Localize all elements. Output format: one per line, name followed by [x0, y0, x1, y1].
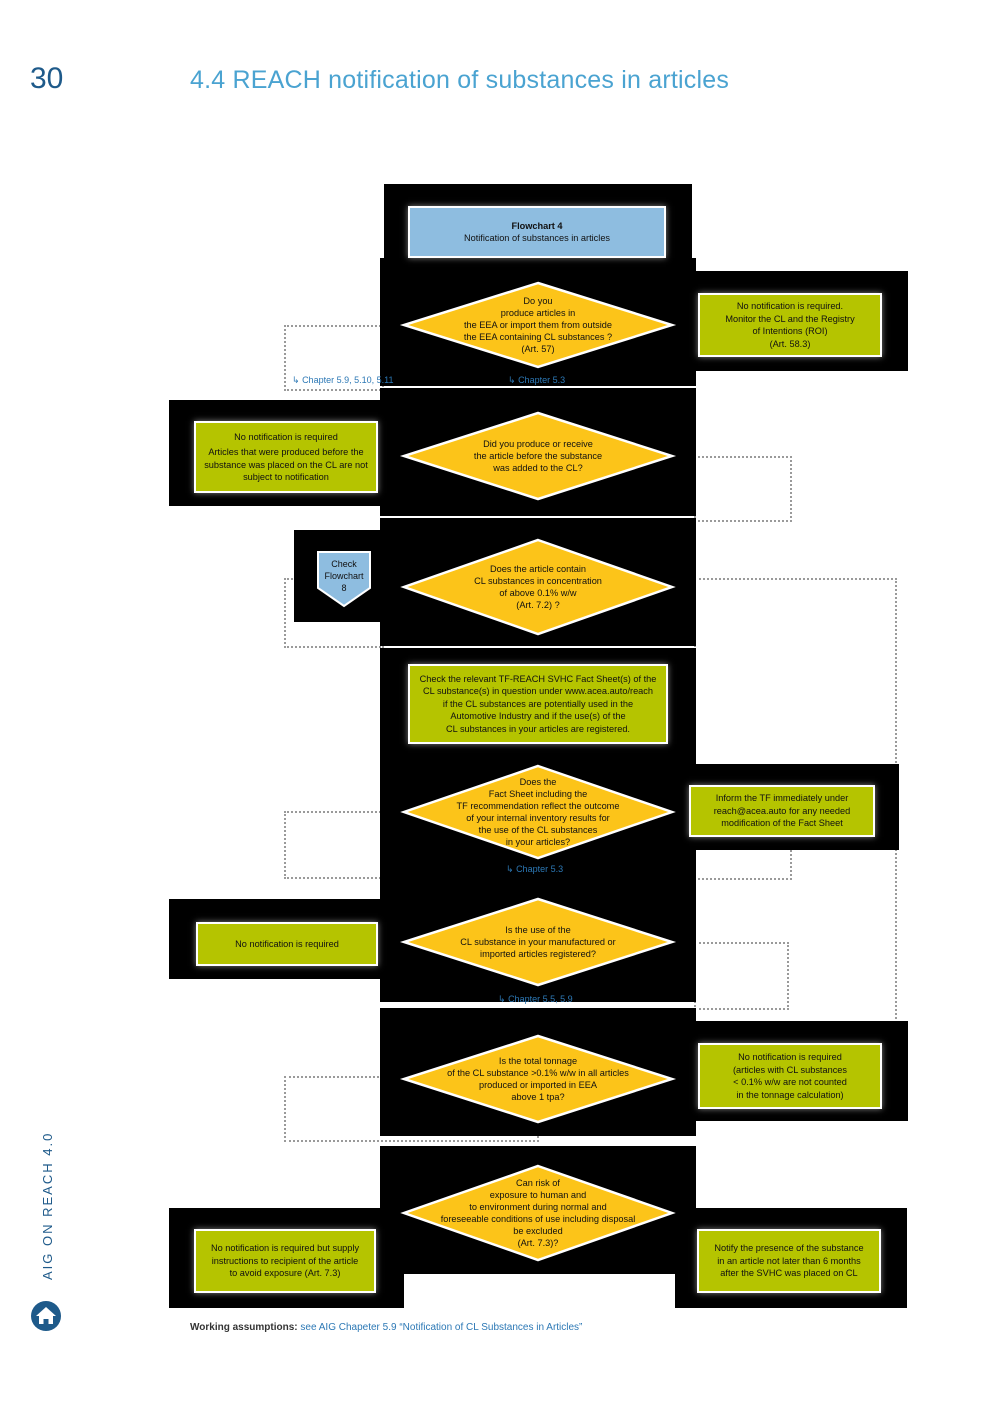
- outcome-q2-yes: No notification is required Articles tha…: [194, 421, 378, 493]
- outcome-q6-no: No notification is required (articles wi…: [698, 1043, 882, 1109]
- decision-diamond-q7: [400, 1164, 676, 1262]
- decision-q3-text: Does the article contain CL substances i…: [474, 564, 602, 610]
- outcome-q1-no: No notification is required. Monitor the…: [698, 293, 882, 357]
- reference-q1-center-label: Chapter 5.3: [518, 375, 566, 385]
- flowchart-title: Notification of substances in articles: [463, 233, 611, 243]
- outcome-q2-yes-body: Articles that were produced before the s…: [204, 447, 368, 482]
- decision-q4-text: Does the Fact Sheet including the TF rec…: [456, 777, 620, 847]
- reference-q5-label: Chapter 5.5, 5.9: [508, 994, 573, 1004]
- flowchart-title-box: Flowchart 4 Notification of substances i…: [408, 206, 666, 258]
- decision-q2-text: Did you produce or receive the article b…: [473, 439, 603, 473]
- connector-q2-right: [694, 456, 792, 522]
- footer-link[interactable]: see AIG Chapeter 5.9 “Notification of CL…: [300, 1322, 583, 1333]
- outcome-q5-yes: No notification is required: [196, 922, 378, 966]
- reference-q1-left-label: Chapter 5.9, 5.10, 5.11: [302, 375, 394, 385]
- decision-diamond-q5: [399, 897, 677, 987]
- connector-q4-left: [284, 811, 384, 879]
- outcome-q7-yes: No notification is required but supply i…: [194, 1229, 376, 1293]
- link-icon: ↳: [498, 994, 506, 1004]
- check-flowchart-arrow: [317, 551, 371, 608]
- decision-diamond-q1: [399, 281, 677, 369]
- decision-q6-text: Is the total tonnage of the CL substance…: [447, 1056, 629, 1102]
- decision-diamond-q4: [400, 764, 676, 860]
- link-icon: ↳: [508, 375, 516, 385]
- reference-q4-label: Chapter 5.3: [516, 864, 564, 874]
- reference-q4[interactable]: ↳ Chapter 5.3: [506, 864, 563, 875]
- check-flowchart-text: Check Flowchart 8: [324, 559, 364, 593]
- decision-diamond-q6: [399, 1034, 677, 1124]
- outcome-q4-no: Inform the TF immediately under reach@ac…: [689, 785, 875, 837]
- outcome-q2-yes-title: No notification is required: [234, 431, 338, 442]
- home-icon[interactable]: [30, 1300, 62, 1332]
- decision-q5-text: Is the use of the CL substance in your m…: [460, 925, 616, 959]
- reference-q5[interactable]: ↳ Chapter 5.5, 5.9: [498, 994, 573, 1005]
- page-title: 4.4 REACH notification of substances in …: [190, 66, 730, 94]
- footer-label: Working assumptions:: [190, 1322, 298, 1333]
- outcome-q7-no: Notify the presence of the substance in …: [697, 1229, 881, 1293]
- decision-q1-text: Do you produce articles in the EEA or im…: [463, 296, 613, 354]
- connector-q5-right: [694, 942, 789, 1010]
- step-check-fact-sheet: Check the relevant TF-REACH SVHC Fact Sh…: [408, 664, 668, 744]
- link-icon: ↳: [506, 864, 514, 874]
- flowchart-number: Flowchart 4: [511, 220, 563, 231]
- reference-q1-center[interactable]: ↳ Chapter 5.3: [508, 375, 565, 386]
- decision-diamond-q2: [399, 411, 677, 501]
- page-number: 30: [30, 62, 64, 95]
- decision-q7-text: Can risk of exposure to human and to env…: [440, 1178, 636, 1248]
- reference-q1-left[interactable]: ↳ Chapter 5.9, 5.10, 5.11: [292, 375, 393, 386]
- footer-note: Working assumptions: see AIG Chapeter 5.…: [190, 1322, 582, 1333]
- side-label: AIG ON REACH 4.0: [40, 1131, 55, 1280]
- link-icon: ↳: [292, 375, 300, 385]
- decision-diamond-q3: [400, 538, 676, 636]
